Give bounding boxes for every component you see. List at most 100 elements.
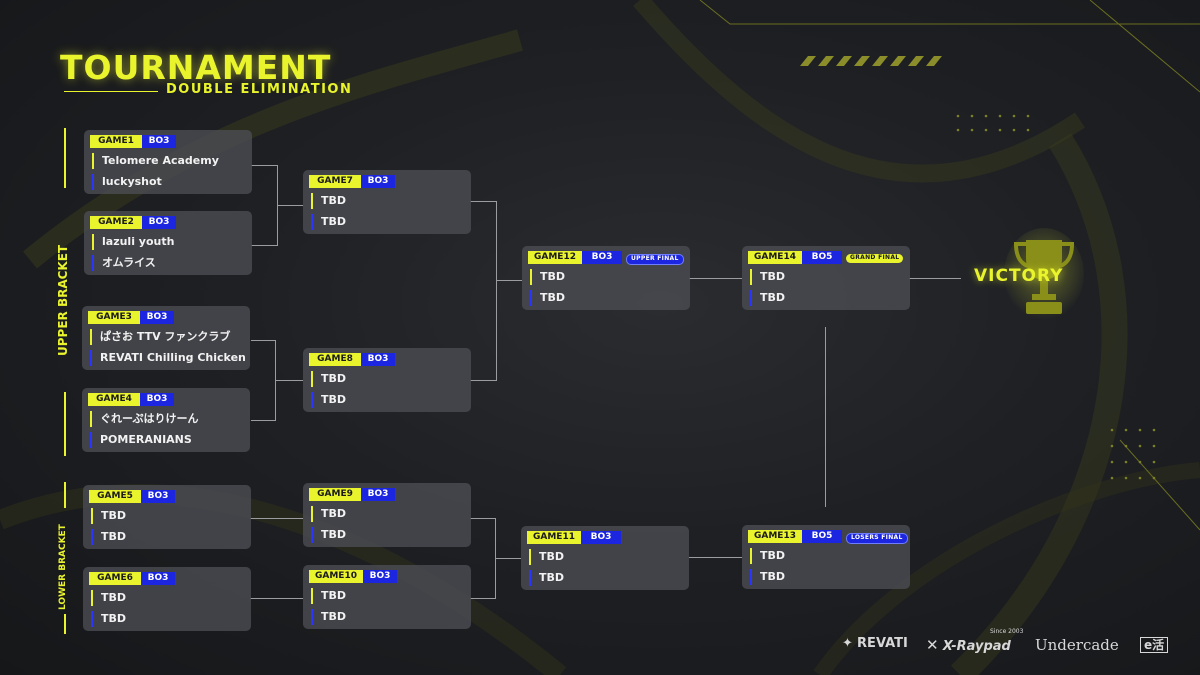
round-badge: UPPER FINAL bbox=[626, 254, 684, 265]
team-slot: TBD bbox=[530, 290, 565, 306]
connector bbox=[470, 598, 496, 599]
match-card-game6[interactable]: GAME6 BO3 TBD TBD bbox=[83, 567, 251, 631]
game-number-tag: GAME12 bbox=[528, 251, 582, 264]
team-slot: Telomere Academy bbox=[92, 153, 219, 169]
match-card-game5[interactable]: GAME5 BO3 TBD TBD bbox=[83, 485, 251, 549]
team-slot: TBD bbox=[529, 549, 564, 565]
match-card-game1[interactable]: GAME1 BO3 Telomere Academy luckyshot bbox=[84, 130, 252, 194]
connector bbox=[470, 518, 496, 519]
best-of-tag: BO3 bbox=[140, 393, 174, 406]
best-of-tag: BO3 bbox=[582, 251, 622, 264]
best-of-tag: BO3 bbox=[361, 488, 395, 501]
team-slot: POMERANIANS bbox=[90, 432, 192, 448]
team-slot: TBD bbox=[311, 506, 346, 522]
lower-bracket-line bbox=[64, 614, 66, 634]
sponsor-xraypad-since: Since 2003 bbox=[990, 628, 1024, 635]
sponsor-undercade-label: Undercade bbox=[1035, 636, 1119, 654]
star-icon: ✦ bbox=[842, 636, 853, 651]
best-of-tag: BO3 bbox=[141, 572, 175, 585]
match-card-game7[interactable]: GAME7 BO3 TBD TBD bbox=[303, 170, 471, 234]
game-number-tag: GAME2 bbox=[90, 216, 142, 229]
connector bbox=[251, 165, 278, 166]
match-card-game10[interactable]: GAME10 BO3 TBD TBD bbox=[303, 565, 471, 629]
team-slot: TBD bbox=[750, 269, 785, 285]
connector bbox=[689, 557, 742, 558]
game-number-tag: GAME5 bbox=[89, 490, 141, 503]
best-of-tag: BO5 bbox=[802, 251, 842, 264]
connector bbox=[825, 327, 826, 507]
team-slot: TBD bbox=[750, 548, 785, 564]
team-slot: TBD bbox=[91, 529, 126, 545]
trophy-icon bbox=[1004, 228, 1084, 320]
sponsor-ekatsu: e活 bbox=[1140, 636, 1169, 656]
sponsor-undercade: Undercade bbox=[1035, 636, 1119, 656]
upper-bracket-line bbox=[64, 128, 66, 188]
page-subtitle: DOUBLE ELIMINATION bbox=[166, 82, 353, 97]
team-slot: オムライス bbox=[92, 255, 156, 271]
team-slot: TBD bbox=[311, 392, 346, 408]
match-card-game12[interactable]: GAME12 BO3 UPPER FINAL TBD TBD bbox=[522, 246, 690, 310]
team-slot: TBD bbox=[91, 590, 126, 606]
connector bbox=[470, 201, 497, 202]
sponsor-ekatsu-label: e活 bbox=[1140, 637, 1169, 653]
connector bbox=[250, 518, 303, 519]
page-title: TOURNAMENT bbox=[60, 48, 332, 87]
round-badge: LOSERS FINAL bbox=[846, 533, 908, 544]
best-of-tag: BO3 bbox=[361, 175, 395, 188]
game-number-tag: GAME8 bbox=[309, 353, 361, 366]
match-card-game2[interactable]: GAME2 BO3 lazuli youth オムライス bbox=[84, 211, 252, 275]
team-slot: TBD bbox=[311, 371, 346, 387]
round-badge: GRAND FINAL bbox=[846, 254, 904, 263]
connector bbox=[251, 245, 278, 246]
match-card-game9[interactable]: GAME9 BO3 TBD TBD bbox=[303, 483, 471, 547]
team-slot: TBD bbox=[750, 569, 785, 585]
connector bbox=[250, 598, 303, 599]
team-slot: TBD bbox=[311, 588, 346, 604]
game-number-tag: GAME9 bbox=[309, 488, 361, 501]
team-slot: TBD bbox=[311, 527, 346, 543]
match-card-game4[interactable]: GAME4 BO3 ぐれーぷはりけーん POMERANIANS bbox=[82, 388, 250, 452]
best-of-tag: BO3 bbox=[361, 353, 395, 366]
best-of-tag: BO5 bbox=[802, 530, 842, 543]
team-slot: TBD bbox=[311, 609, 346, 625]
team-slot: TBD bbox=[91, 508, 126, 524]
team-slot: ぱさお TTV ファンクラブ bbox=[90, 329, 230, 345]
match-card-game8[interactable]: GAME8 BO3 TBD TBD bbox=[303, 348, 471, 412]
connector bbox=[470, 380, 497, 381]
game-number-tag: GAME6 bbox=[89, 572, 141, 585]
connector bbox=[689, 278, 742, 279]
game-number-tag: GAME14 bbox=[748, 251, 802, 264]
team-slot: TBD bbox=[530, 269, 565, 285]
best-of-tag: BO3 bbox=[142, 216, 176, 229]
team-slot: TBD bbox=[311, 193, 346, 209]
game-number-tag: GAME11 bbox=[527, 531, 581, 544]
connector bbox=[251, 420, 276, 421]
match-card-game11[interactable]: GAME11 BO3 TBD TBD bbox=[521, 526, 689, 590]
team-slot: TBD bbox=[91, 611, 126, 627]
game-number-tag: GAME7 bbox=[309, 175, 361, 188]
sponsor-xraypad-label: X-Raypad bbox=[942, 639, 1011, 654]
lower-bracket-line bbox=[64, 482, 66, 508]
sponsor-revati: ✦ REVATI bbox=[842, 636, 908, 656]
team-slot: TBD bbox=[529, 570, 564, 586]
connector bbox=[496, 280, 522, 281]
match-card-game3[interactable]: GAME3 BO3 ぱさお TTV ファンクラブ REVATI Chilling… bbox=[82, 306, 250, 370]
connector bbox=[495, 558, 521, 559]
game-number-tag: GAME3 bbox=[88, 311, 140, 324]
sponsor-revati-label: REVATI bbox=[857, 636, 908, 651]
match-card-game14[interactable]: GAME14 BO5 GRAND FINAL TBD TBD bbox=[742, 246, 910, 310]
best-of-tag: BO3 bbox=[142, 135, 176, 148]
upper-bracket-line bbox=[64, 392, 66, 456]
best-of-tag: BO3 bbox=[140, 311, 174, 324]
upper-bracket-label: UPPER BRACKET bbox=[56, 244, 70, 356]
connector bbox=[251, 340, 276, 341]
match-card-game13[interactable]: GAME13 BO5 LOSERS FINAL TBD TBD bbox=[742, 525, 910, 589]
connector bbox=[277, 205, 303, 206]
team-slot: TBD bbox=[750, 290, 785, 306]
connector bbox=[496, 201, 497, 381]
best-of-tag: BO3 bbox=[363, 570, 397, 583]
connector bbox=[909, 278, 961, 279]
game-number-tag: GAME1 bbox=[90, 135, 142, 148]
sponsor-xraypad: ✕ X-Raypad Since 2003 bbox=[926, 628, 1023, 656]
victory-label: VICTORY bbox=[974, 266, 1064, 286]
